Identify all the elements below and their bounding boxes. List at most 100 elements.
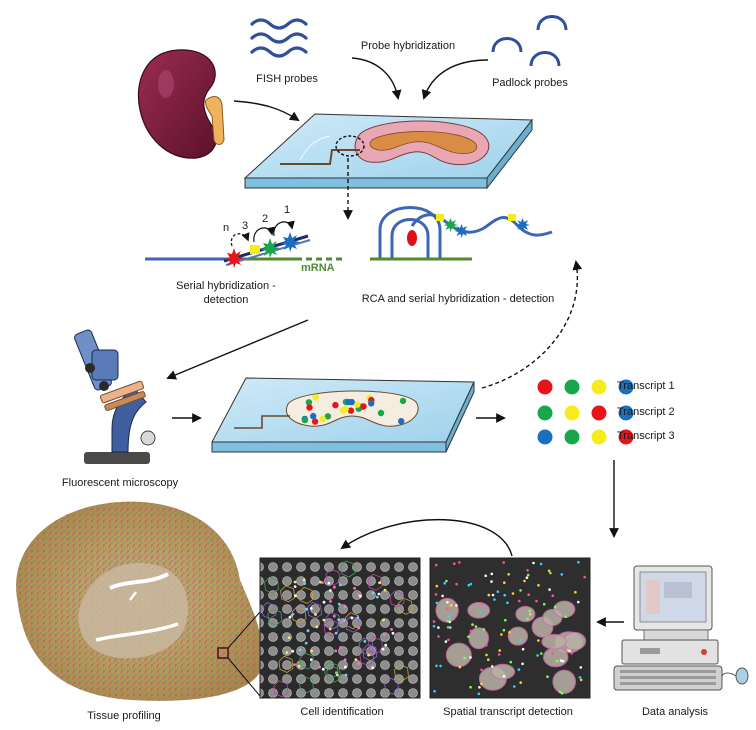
cell-spot	[363, 640, 367, 643]
cell-outline	[358, 637, 374, 655]
cell-spot	[344, 673, 348, 677]
cell-spot	[328, 627, 332, 631]
cell-outline	[299, 652, 315, 670]
cell-spot	[285, 651, 289, 654]
slide-signal-dot	[377, 409, 385, 417]
transcript-spot	[497, 653, 501, 656]
transcript-3-label: Transcript 3	[617, 430, 675, 442]
transcript-spot	[432, 625, 436, 628]
transcript-dot	[564, 379, 580, 395]
transcript-spot	[519, 638, 523, 642]
transcript-spot	[564, 615, 568, 618]
cell-outline	[394, 664, 409, 682]
cell-spot	[378, 581, 381, 585]
transcript-spot	[434, 563, 438, 567]
transcript-spot	[526, 573, 530, 577]
cell-spot	[309, 658, 313, 662]
transcript-spot	[500, 633, 503, 636]
transcript-spot	[452, 603, 456, 607]
transcript-spot	[525, 576, 529, 579]
transcript-dot	[618, 379, 634, 395]
transcript-spot	[503, 593, 507, 597]
middle-slide	[211, 377, 475, 453]
cell-outline	[362, 644, 378, 661]
transcript-spot	[458, 665, 462, 669]
cell-spot	[357, 626, 361, 630]
transcript-spot	[521, 662, 524, 666]
cell-spot	[310, 649, 313, 653]
transcript-spot	[546, 675, 549, 678]
transcript-spot	[455, 582, 458, 586]
cell-outline	[323, 619, 339, 636]
padlock-probes-icon	[491, 15, 568, 67]
transcript-spot	[513, 685, 516, 688]
transcript-spot	[548, 588, 551, 591]
cell-blob	[563, 631, 587, 651]
transcript-spot	[558, 690, 562, 694]
transcript-spot	[441, 594, 444, 598]
transcript-spot	[502, 561, 506, 564]
cell-spot	[329, 600, 332, 603]
cell-outline	[359, 648, 375, 666]
cell-outline	[280, 585, 296, 603]
slide-signal-dot	[360, 403, 367, 410]
probe-hybridization-label: Probe hybridization	[360, 40, 456, 52]
transcript-spot	[484, 574, 488, 578]
cell-spot	[322, 618, 326, 622]
cell-spot	[384, 643, 388, 647]
transcript-spot	[570, 651, 573, 655]
cell-outline	[325, 612, 341, 629]
transcript-spot	[511, 592, 515, 595]
transcript-spot	[458, 561, 461, 564]
cell-spot	[309, 607, 313, 610]
transcript-spot	[446, 626, 450, 629]
kidney-illustration	[137, 49, 225, 159]
cell-spot	[357, 662, 360, 665]
cell-spot	[302, 578, 306, 582]
cell-outline	[340, 560, 356, 578]
rca-diagram	[370, 206, 553, 261]
cell-spot	[305, 607, 308, 611]
cell-blob	[515, 605, 536, 623]
transcript-spot	[526, 617, 529, 621]
transcript-spot	[434, 593, 438, 596]
cell-blob	[507, 626, 529, 646]
cell-outline	[298, 586, 314, 604]
transcript-spot	[560, 692, 564, 695]
cell-spot	[298, 648, 302, 652]
padlock-probes-label: Padlock probes	[492, 77, 568, 89]
cell-outline	[273, 680, 289, 698]
transcript-spot	[437, 626, 440, 629]
cell-spot	[293, 585, 297, 588]
transcript-spot	[518, 599, 521, 603]
transcript-spot	[574, 590, 577, 594]
cell-spot	[294, 594, 297, 598]
cell-spot	[354, 658, 358, 661]
transcript-spot	[469, 629, 473, 633]
microscope-illustration	[74, 329, 156, 464]
transcript-spot	[560, 573, 564, 576]
slide-signal-dot	[347, 407, 355, 414]
transcript-spot	[455, 604, 458, 607]
cell-spot	[293, 580, 297, 584]
cell-spot	[332, 614, 336, 618]
transcript-spot	[491, 665, 494, 668]
transcript-dot	[591, 405, 607, 421]
cell-spot	[304, 641, 308, 645]
cell-spot	[334, 631, 338, 635]
transcript-spot	[528, 609, 532, 613]
transcript-spot	[478, 686, 481, 689]
transcript-spot	[502, 675, 506, 678]
cell-outline	[307, 601, 323, 619]
cell-spot	[336, 673, 339, 677]
cell-spot	[291, 649, 295, 653]
cell-spot	[342, 619, 346, 622]
cell-spot	[391, 631, 395, 635]
transcript-spot	[446, 607, 449, 610]
cell-outline	[278, 655, 294, 673]
cell-spot	[339, 646, 343, 649]
cell-outline	[261, 602, 277, 620]
cell-spot	[297, 664, 301, 668]
cell-spot	[322, 600, 326, 604]
transcript-spot	[467, 635, 470, 638]
